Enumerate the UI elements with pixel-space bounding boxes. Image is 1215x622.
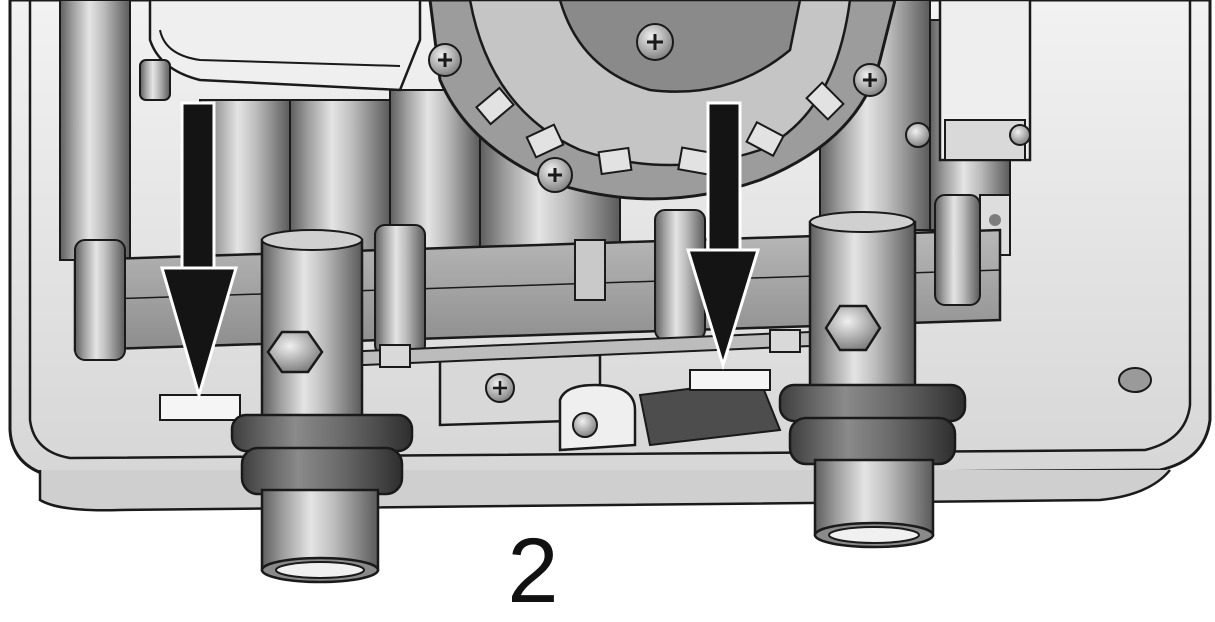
mounting-hole bbox=[1118, 367, 1152, 393]
right-down-arrow-icon bbox=[685, 101, 761, 371]
left-outlet-fitting bbox=[230, 229, 414, 584]
left-down-arrow-icon bbox=[160, 101, 238, 401]
left-hex-nut bbox=[266, 330, 324, 374]
gear-wheel bbox=[428, 0, 897, 201]
lower-bracket bbox=[159, 353, 782, 452]
right-hex-nut bbox=[824, 304, 882, 352]
right-outlet-fitting bbox=[778, 211, 967, 549]
step-number: 2 bbox=[507, 520, 559, 622]
